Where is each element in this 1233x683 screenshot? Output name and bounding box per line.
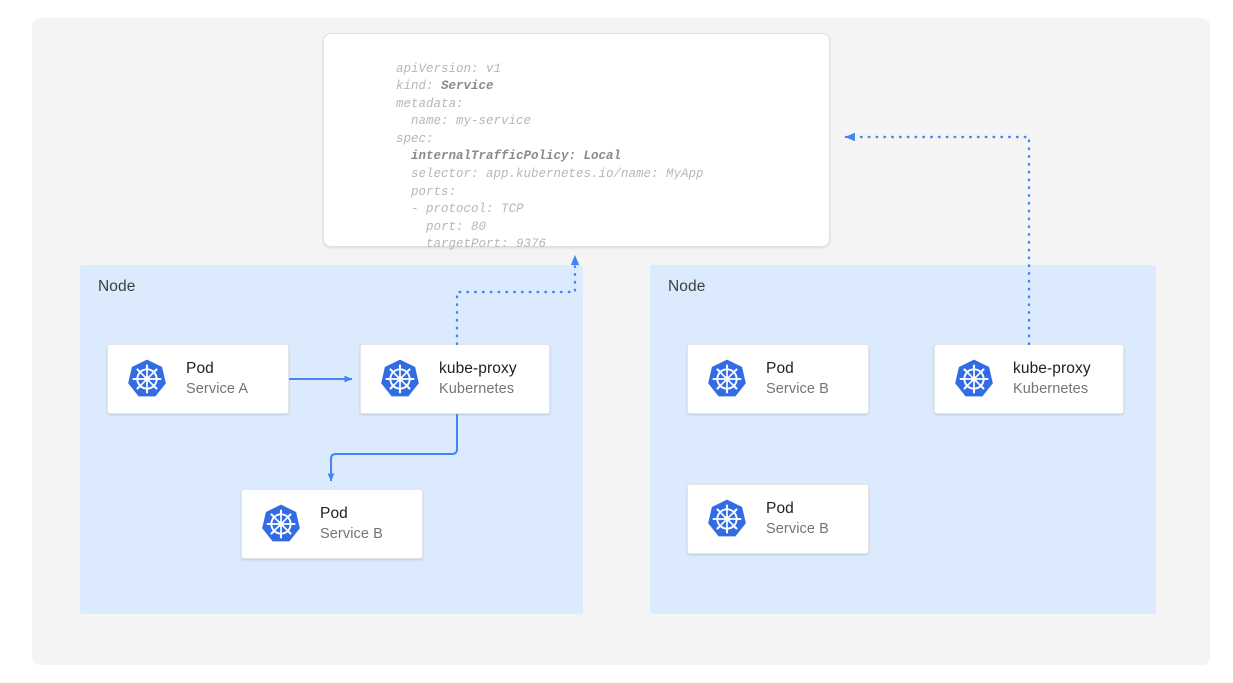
card-pod-service-b-right-bottom[interactable]: Pod Service B (687, 484, 869, 554)
card-pod-service-a[interactable]: Pod Service A (107, 344, 289, 414)
card-subtitle: Kubernetes (1013, 381, 1089, 397)
card-title: kube-proxy (439, 360, 517, 377)
node-label: Node (668, 278, 706, 295)
card-pod-service-b-right-top[interactable]: Pod Service B (687, 344, 869, 414)
card-subtitle: Kubernetes (439, 381, 515, 397)
kubernetes-logo-icon (706, 498, 748, 540)
card-kube-proxy-left[interactable]: kube-proxy Kubernetes (360, 344, 550, 414)
card-subtitle: Service B (320, 526, 383, 542)
card-title: Pod (766, 360, 794, 377)
card-subtitle: Service B (766, 521, 829, 537)
card-title: Pod (186, 360, 214, 377)
card-title: Pod (766, 500, 794, 517)
card-title: Pod (320, 505, 348, 522)
card-kube-proxy-right[interactable]: kube-proxy Kubernetes (934, 344, 1124, 414)
kubernetes-logo-icon (953, 358, 995, 400)
kubernetes-logo-icon (126, 358, 168, 400)
node-panel-right: Node (650, 265, 1156, 614)
kubernetes-logo-icon (706, 358, 748, 400)
card-subtitle: Service A (186, 381, 249, 397)
service-spec-yaml: apiVersion: v1 kind: Service metadata: n… (396, 61, 704, 252)
kubernetes-logo-icon (260, 503, 302, 545)
card-title: kube-proxy (1013, 360, 1091, 377)
node-panel-left: Node (80, 265, 583, 614)
node-label: Node (98, 278, 136, 295)
card-pod-service-b-left[interactable]: Pod Service B (241, 489, 423, 559)
kubernetes-logo-icon (379, 358, 421, 400)
card-subtitle: Service B (766, 381, 829, 397)
service-spec-code-card: apiVersion: v1 kind: Service metadata: n… (323, 33, 830, 251)
